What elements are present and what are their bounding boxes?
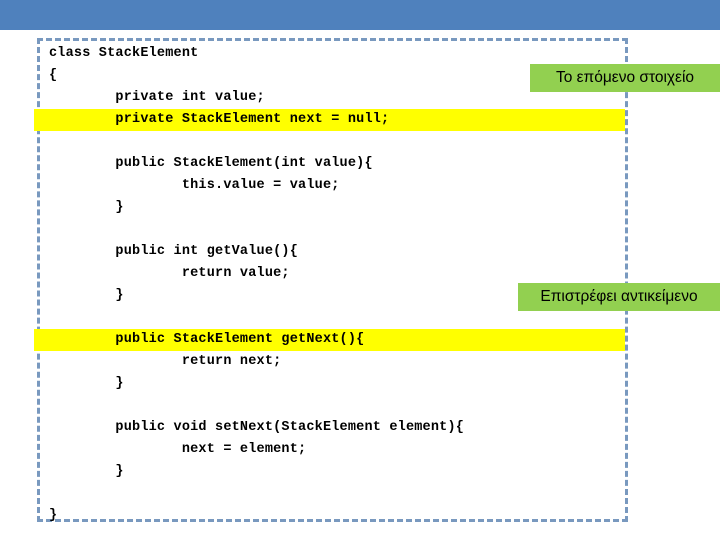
code-line: this.value = value;: [49, 178, 340, 193]
code-line: private int value;: [49, 90, 265, 105]
code-line: private StackElement next = null;: [34, 109, 625, 131]
code-line: {: [49, 68, 58, 83]
code-line: return value;: [49, 266, 290, 281]
code-line: class StackElement: [49, 46, 199, 61]
code-line: [37, 483, 628, 505]
callout-next-field: Το επόμενο στοιχείο: [530, 64, 720, 92]
code-line: public StackElement getNext(){: [34, 329, 625, 351]
code-line: }: [49, 508, 58, 523]
top-banner: [0, 0, 720, 30]
code-line: public int getValue(){: [49, 244, 299, 259]
code-line: [37, 395, 628, 417]
code-line: }: [49, 288, 124, 303]
code-line: public void setNext(StackElement element…: [49, 420, 465, 435]
callout-get-next-returns: Επιστρέφει αντικείμενο: [518, 283, 720, 311]
code-line: [37, 131, 628, 153]
code-frame-dashed-border: [37, 38, 628, 522]
code-line: return next;: [49, 354, 282, 369]
code-line: }: [49, 376, 124, 391]
code-line: next = element;: [49, 442, 307, 457]
code-listing: class StackElement { private int value; p…: [34, 41, 628, 523]
code-line: public StackElement(int value){: [49, 156, 373, 171]
code-line: [37, 219, 628, 241]
code-line: }: [49, 464, 124, 479]
code-line: }: [49, 200, 124, 215]
